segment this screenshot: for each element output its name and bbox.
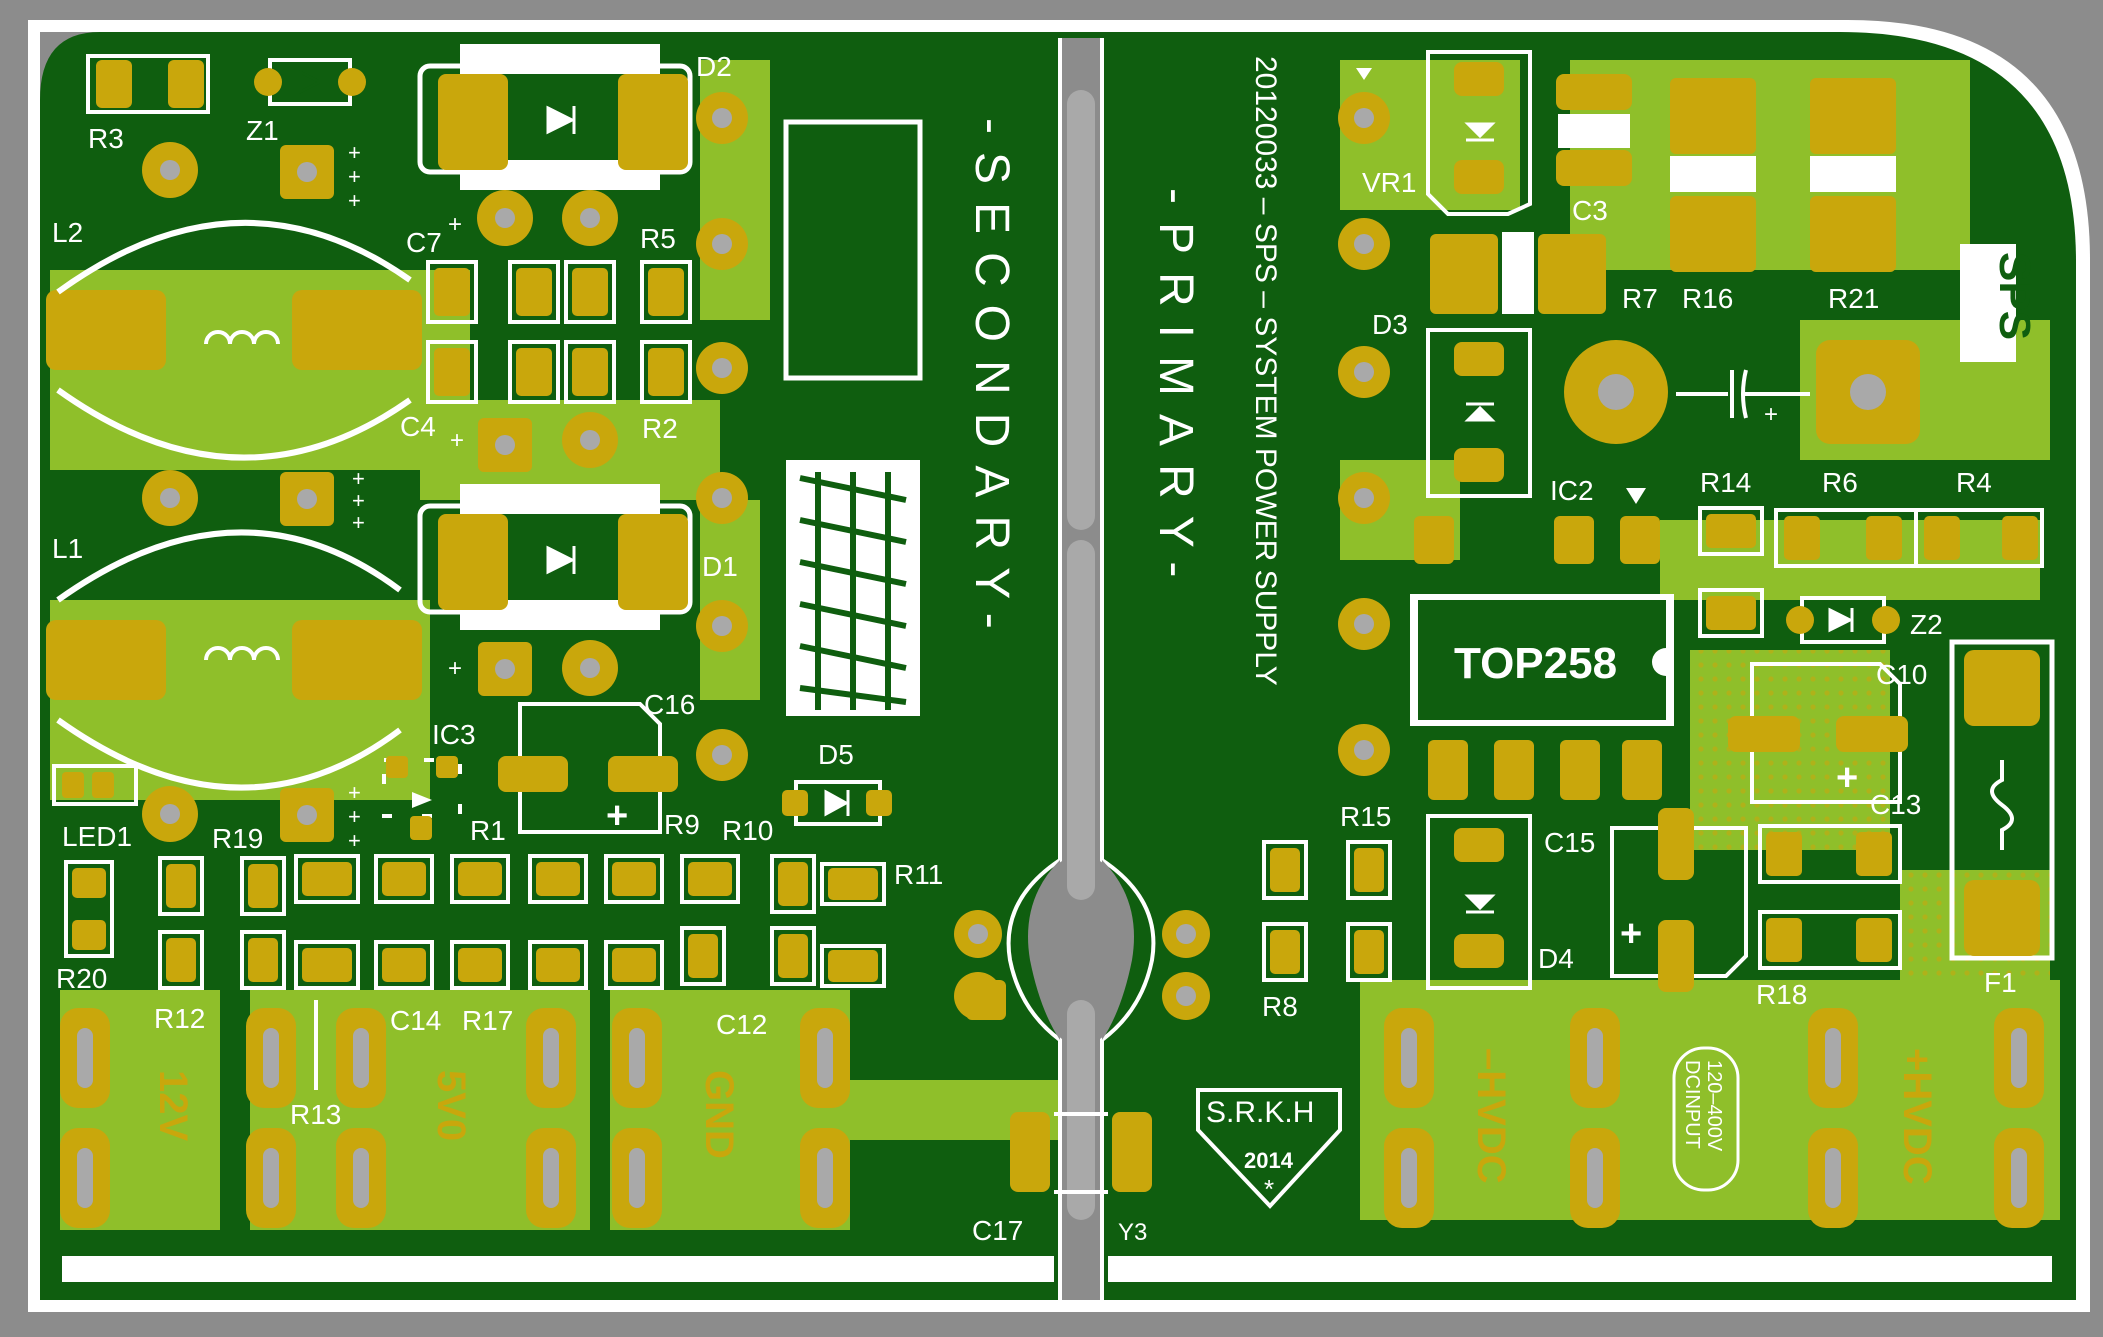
input-neg-hvdc: –HVDC: [1469, 1048, 1513, 1184]
label-C13: C13: [1870, 789, 1921, 820]
label-L1: L1: [52, 533, 83, 564]
ic-top258-label: TOP258: [1454, 639, 1617, 688]
label-R6: R6: [1822, 467, 1858, 498]
plus-7: +: [348, 780, 361, 805]
label-C7: C7: [406, 227, 442, 258]
label-C15: C15: [1544, 827, 1595, 858]
plus-c15: +: [1620, 913, 1642, 955]
input-rating-line1: 120–400V: [1703, 1060, 1725, 1152]
label-R5: R5: [640, 223, 676, 254]
plus-d1: +: [448, 655, 462, 682]
label-R3: R3: [88, 123, 124, 154]
label-R18: R18: [1756, 979, 1807, 1010]
label-R15: R15: [1340, 801, 1391, 832]
plus-cap: +: [1764, 401, 1778, 428]
label-R8: R8: [1262, 991, 1298, 1022]
isolation-slot: [1006, 38, 1156, 1300]
label-C3: C3: [1572, 195, 1608, 226]
plus-8: +: [348, 804, 361, 829]
label-D1: D1: [702, 551, 738, 582]
bottom-bar-left: [62, 1256, 1054, 1282]
label-R19: R19: [212, 823, 263, 854]
label-R4: R4: [1956, 467, 1992, 498]
label-R2: R2: [642, 413, 678, 444]
logo-star: *: [1264, 1174, 1274, 1204]
label-R1: R1: [470, 815, 506, 846]
label-C17: C17: [972, 1215, 1023, 1246]
input-rating-line2: DCINPUT: [1681, 1060, 1703, 1149]
label-R17: R17: [462, 1005, 513, 1036]
primary-title: -PRIMARY-: [1149, 188, 1202, 595]
label-R11: R11: [894, 859, 943, 890]
logo-initials: S.R.K.H: [1206, 1096, 1314, 1129]
input-pos-hvdc: +HVDC: [1895, 1048, 1939, 1185]
output-gnd: GND: [697, 1070, 741, 1159]
secondary-components: [46, 44, 1152, 1228]
output-5v0: 5V0: [429, 1070, 473, 1141]
label-L2: L2: [52, 217, 83, 248]
label-R9: R9: [664, 809, 700, 840]
label-R10: R10: [722, 815, 773, 846]
plus-4: +: [352, 466, 365, 491]
label-D3: D3: [1372, 309, 1408, 340]
label-D2: D2: [696, 51, 732, 82]
sps-badge-text: SPS: [1990, 252, 2039, 340]
input-rating-box: [1672, 1046, 1740, 1192]
plus-c16: +: [606, 795, 628, 837]
label-R21: R21: [1828, 283, 1879, 314]
label-R7: R7: [1622, 283, 1658, 314]
silk-labels: R3 Z1 D2 L2 C7 R5 C4 R2 L1 D1 C16 IC3 D5…: [52, 51, 2017, 1246]
plus-5: +: [352, 488, 365, 513]
label-VR1: VR1: [1362, 167, 1416, 198]
label-C14: C14: [390, 1005, 441, 1036]
plus-c4: +: [450, 427, 464, 454]
plus-1: +: [348, 140, 361, 165]
plus-c7: +: [448, 211, 462, 238]
label-R13: R13: [290, 1099, 341, 1130]
plus-2: +: [348, 164, 361, 189]
label-Z2: Z2: [1910, 609, 1943, 640]
label-LED1: LED1: [62, 821, 132, 852]
label-Z1: Z1: [246, 115, 279, 146]
label-D5: D5: [818, 739, 854, 770]
plus-9: +: [348, 828, 361, 853]
label-R12: R12: [154, 1003, 205, 1034]
plus-c10: +: [1836, 757, 1858, 799]
label-IC3: IC3: [432, 719, 476, 750]
label-C4: C4: [400, 411, 436, 442]
label-F1: F1: [1984, 967, 2017, 998]
label-Y3: Y3: [1118, 1219, 1147, 1246]
srkh-logo: [1196, 1088, 1342, 1209]
label-R16: R16: [1682, 283, 1733, 314]
output-12v: 12V: [151, 1070, 195, 1141]
label-C12: C12: [716, 1009, 767, 1040]
primary-components: [1162, 50, 2055, 1228]
label-C10: C10: [1876, 659, 1927, 690]
label-D4: D4: [1538, 943, 1574, 974]
label-R20: R20: [56, 963, 107, 994]
bottom-bar-right: [1108, 1256, 2052, 1282]
plus-6: +: [352, 510, 365, 535]
secondary-title: -SECONDARY-: [965, 118, 1018, 647]
logo-year: 2014: [1244, 1148, 1294, 1173]
label-IC2: IC2: [1550, 475, 1594, 506]
plus-3: +: [348, 188, 361, 213]
label-C16: C16: [644, 689, 695, 720]
label-R14: R14: [1700, 467, 1751, 498]
title-code: 20120033 – SPS – SYSTEM POWER SUPPLY: [1249, 56, 1282, 686]
